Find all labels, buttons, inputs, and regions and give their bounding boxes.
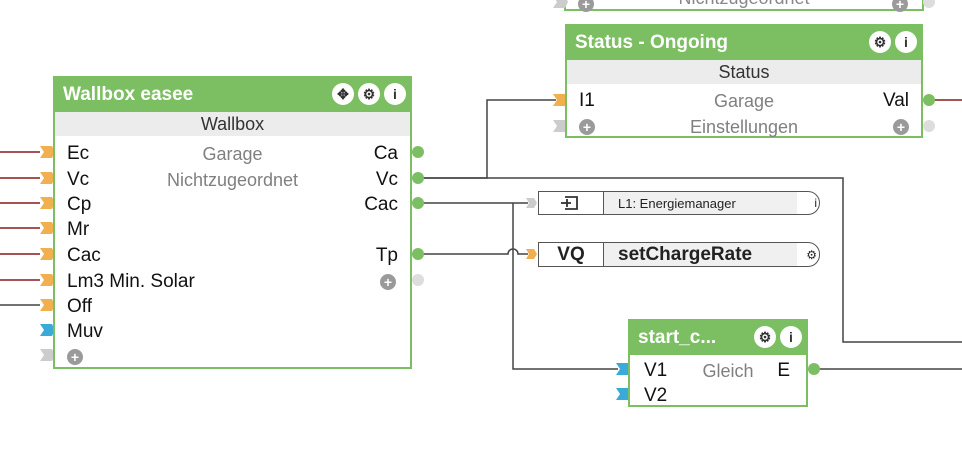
vq-node[interactable]: VQ setChargeRate ⚙ [538, 242, 820, 267]
output-pin-cac[interactable]: Cac [364, 194, 398, 215]
wallbox-room: Garage [202, 144, 263, 164]
vq-label: setChargeRate [604, 243, 797, 266]
info-icon[interactable]: i [384, 83, 406, 105]
top-partial-category: Nichtzugeordnet [565, 0, 923, 9]
add-input-icon[interactable]: + [579, 119, 595, 135]
internal-wires [420, 99, 962, 370]
info-icon[interactable]: i [895, 31, 917, 53]
wallbox-row-1: Ec Garage Ca [55, 141, 410, 167]
info-icon[interactable]: i [780, 326, 802, 348]
status-block-header[interactable]: Status - Ongoing ⚙ i [567, 26, 921, 60]
wallbox-block-subtitle: Wallbox [55, 112, 410, 136]
status-block-title: Status - Ongoing [575, 32, 729, 53]
input-pin-v1[interactable]: V1 [644, 360, 668, 381]
status-row-category: + Einstellungen + [567, 114, 921, 140]
top-partial-add-output-icon[interactable]: + [892, 0, 908, 14]
start-row-2: V2 [630, 383, 806, 409]
gear-icon[interactable]: ⚙ [806, 247, 817, 262]
memory-flag-icon [539, 192, 604, 214]
top-partial-add-icon[interactable]: + [578, 0, 594, 14]
gear-icon[interactable]: ⚙ [754, 326, 776, 348]
wallbox-row-2: Vc Nichtzugeordnet Vc [55, 167, 410, 193]
vq-type: VQ [539, 243, 604, 266]
wallbox-row-4: Mr [55, 217, 410, 243]
input-pin-ec[interactable]: Ec [67, 143, 90, 164]
pin-markers [40, 0, 935, 400]
wallbox-row-9: + [55, 344, 410, 370]
status-block[interactable]: Status - Ongoing ⚙ i Status I1 Garage Va… [565, 24, 923, 138]
gear-icon[interactable]: ⚙ [358, 83, 380, 105]
input-pin-off[interactable]: Off [67, 296, 92, 317]
incoming-wires [0, 151, 40, 281]
start-block[interactable]: start_c... ⚙ i V1 Gleich E V2 [628, 319, 808, 407]
status-row-io: I1 Garage Val [567, 88, 921, 114]
output-pin-vc[interactable]: Vc [375, 169, 398, 190]
info-icon[interactable]: i [814, 196, 817, 210]
output-pin-val[interactable]: Val [882, 90, 909, 111]
wallbox-category: Nichtzugeordnet [166, 170, 299, 190]
wallbox-row-6: Lm3 Min. Solar + [55, 269, 410, 295]
wallbox-row-5: Cac Tp [55, 243, 410, 269]
input-pin-cp[interactable]: Cp [67, 194, 92, 215]
status-category: Einstellungen [689, 117, 799, 137]
output-pin-tp[interactable]: Tp [375, 245, 398, 266]
wallbox-row-7: Off [55, 294, 410, 320]
start-block-header[interactable]: start_c... ⚙ i [630, 321, 806, 355]
energiemanager-node[interactable]: L1: Energiemanager i [538, 191, 820, 215]
add-input-icon[interactable]: + [67, 349, 83, 365]
wallbox-block[interactable]: Wallbox easee ✥ ⚙ i Wallbox Ec Garage Ca… [53, 76, 412, 369]
start-block-title: start_c... [638, 327, 717, 348]
input-pin-muv[interactable]: Muv [67, 321, 103, 342]
wallbox-row-3: Cp Cac [55, 192, 410, 218]
wallbox-row-8: Muv [55, 319, 410, 345]
wallbox-block-title: Wallbox easee [63, 84, 194, 105]
add-output-icon[interactable]: + [893, 119, 909, 135]
input-pin-i1[interactable]: I1 [579, 90, 595, 111]
memory-flag-icon-svg [561, 196, 578, 210]
output-pin-e[interactable]: E [777, 360, 790, 381]
top-partial-block[interactable] [564, 0, 924, 11]
input-pin-lm3[interactable]: Lm3 Min. Solar [67, 271, 195, 292]
move-icon[interactable]: ✥ [332, 83, 354, 105]
output-pin-ca[interactable]: Ca [373, 143, 398, 164]
energiemanager-label: L1: Energiemanager [604, 192, 797, 214]
add-output-icon[interactable]: + [380, 274, 396, 290]
start-row-1: V1 Gleich E [630, 358, 806, 384]
input-pin-vc[interactable]: Vc [67, 169, 90, 190]
start-operation: Gleich [702, 361, 754, 381]
status-room: Garage [713, 91, 775, 111]
wallbox-block-header[interactable]: Wallbox easee ✥ ⚙ i [55, 78, 410, 112]
gear-icon[interactable]: ⚙ [869, 31, 891, 53]
status-block-subtitle: Status [567, 60, 921, 84]
input-pin-mr[interactable]: Mr [67, 219, 90, 240]
input-pin-v2[interactable]: V2 [644, 385, 668, 406]
input-pin-cac[interactable]: Cac [67, 245, 101, 266]
